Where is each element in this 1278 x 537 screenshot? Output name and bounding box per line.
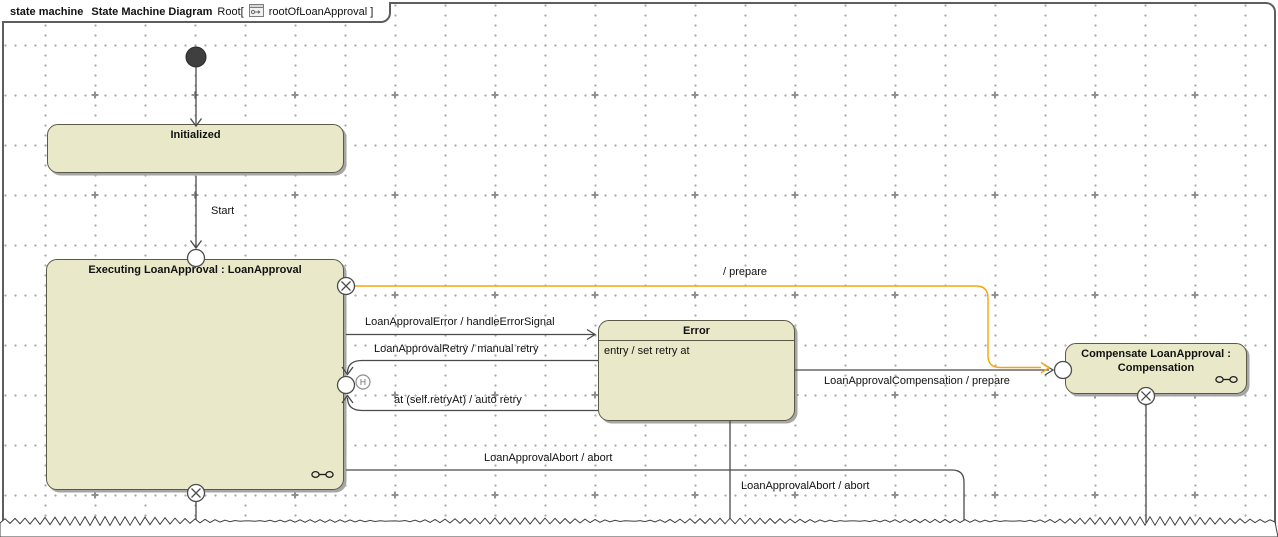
state-machine-diagram-icon [248, 3, 264, 20]
transition-label-compensation[interactable]: LoanApprovalCompensation / prepare [824, 375, 1010, 387]
state-compensate-loanapproval[interactable]: Compensate LoanApproval : Compensation [1065, 343, 1247, 394]
transition-label-abort-from-error[interactable]: LoanApprovalAbort / abort [741, 480, 870, 492]
diagram-name: State Machine Diagram [91, 5, 213, 18]
state-error[interactable]: Error entry / set retry at [598, 320, 795, 421]
state-error-label: Error [599, 321, 794, 341]
state-initialized-label: Initialized [170, 129, 221, 141]
state-executing-label: Executing LoanApproval : LoanApproval [88, 264, 302, 276]
transition-label-auto-retry[interactable]: at (self.retryAt) / auto retry [394, 394, 522, 406]
transition-label-manual-retry[interactable]: LoanApprovalRetry / manual retry [374, 343, 539, 355]
frame-title-tab[interactable]: state machine State Machine Diagram Root… [2, 2, 392, 23]
state-error-entry-activity: entry / set retry at [604, 345, 690, 357]
transition-label-start[interactable]: Start [211, 205, 235, 217]
submachine-icon [311, 470, 334, 482]
submachine-icon [1215, 374, 1238, 388]
frame-owner: Root[ [217, 5, 244, 18]
frame-reference: rootOfLoanApproval ] [268, 5, 374, 18]
transition-label-error-signal[interactable]: LoanApprovalError / handleErrorSignal [365, 316, 555, 328]
state-initialized[interactable]: Initialized [47, 124, 344, 173]
transition-label-abort-from-executing[interactable]: LoanApprovalAbort / abort [484, 452, 613, 464]
frame-keyword: state machine [10, 5, 84, 18]
transition-label-prepare[interactable]: / prepare [723, 266, 768, 278]
state-executing-loanapproval[interactable]: Executing LoanApproval : LoanApproval [46, 259, 344, 490]
state-compensate-label-line2: Compensation [1117, 362, 1195, 375]
state-compensate-label-line1: Compensate LoanApproval : [1081, 348, 1231, 360]
